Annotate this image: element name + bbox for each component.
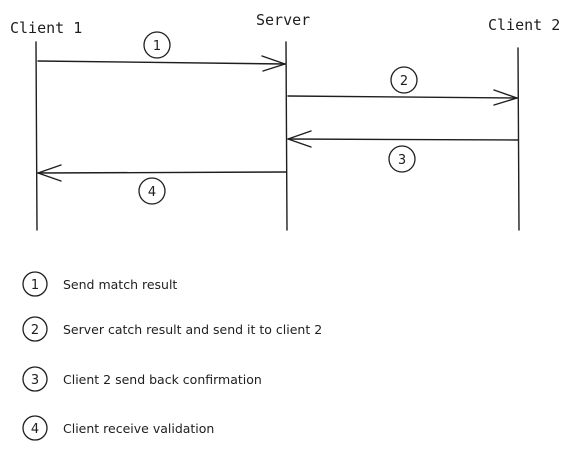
lifeline-client2 [517,47,520,231]
legend-item-1: 1 Send match result [22,271,177,297]
actor-label-client2: Client 2 [488,16,560,34]
legend-number-2: 2 [31,323,39,338]
message-arrow-4 [37,164,287,182]
step-number-1: 1 [153,39,161,54]
message-arrow-2 [287,89,518,106]
message-arrow-3 [287,130,519,148]
legend-item-3: 3 Client 2 send back confirmation [22,366,262,392]
lifeline-client1 [35,41,38,231]
step-number-3: 3 [398,153,406,168]
legend: 1 Send match result 2 Server catch resul… [22,271,322,441]
legend-text-2: Server catch result and send it to clien… [63,322,322,337]
legend-item-2: 2 Server catch result and send it to cli… [22,316,322,342]
step-badge-3: 3 [388,145,416,173]
legend-text-1: Send match result [63,277,177,292]
legend-text-4: Client receive validation [63,421,214,436]
legend-item-4: 4 Client receive validation [22,415,214,441]
legend-text-3: Client 2 send back confirmation [63,372,262,387]
step-number-2: 2 [400,74,408,89]
actor-label-server: Server [256,11,310,29]
legend-number-4: 4 [31,422,39,437]
actor-label-client1: Client 1 [10,19,82,37]
step-badge-2: 2 [390,66,418,94]
step-badge-4: 4 [138,177,166,205]
step-badge-1: 1 [143,31,171,59]
step-number-4: 4 [148,185,156,200]
lifeline-server [285,41,288,231]
legend-number-3: 3 [31,373,39,388]
message-arrow-1 [37,55,286,72]
legend-number-1: 1 [31,278,39,293]
